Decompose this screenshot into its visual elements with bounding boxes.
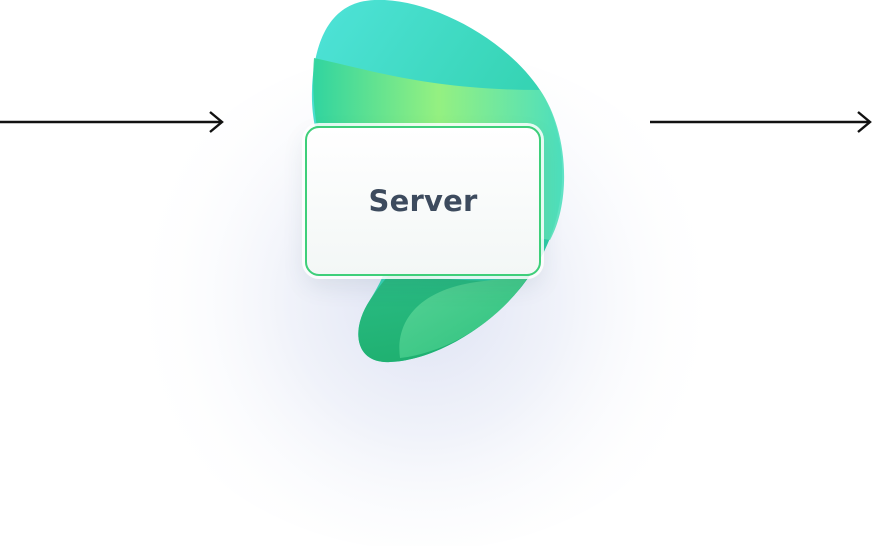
server-label: Server — [368, 184, 478, 218]
server-node: Server — [305, 126, 541, 276]
incoming-arrow-icon — [0, 111, 224, 133]
outgoing-arrow-icon — [650, 111, 872, 133]
